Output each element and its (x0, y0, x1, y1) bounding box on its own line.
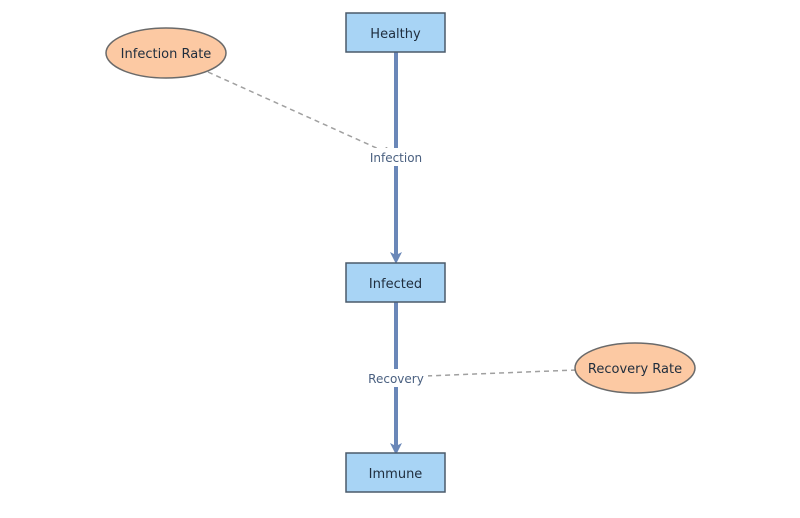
stock-immune-box (345, 452, 446, 493)
stock-healthy-label: Healthy (370, 27, 421, 42)
recovery-flow-label-bg (364, 369, 428, 387)
stock-healthy-box (345, 12, 446, 53)
stock-healthy[interactable]: Healthy (345, 12, 446, 53)
stock-infected-label: Infected (369, 277, 422, 292)
stock-immune[interactable]: Immune (345, 452, 446, 493)
parameter-recovery-rate-ellipse (574, 342, 696, 394)
parameter-infection-rate[interactable]: Infection Rate (105, 27, 227, 79)
parameter-recovery-rate[interactable]: Recovery Rate (574, 342, 696, 394)
infection-flow-label-bg (364, 148, 428, 166)
parameter-infection-rate-label: Infection Rate (121, 47, 212, 62)
stock-infected-box (345, 262, 446, 303)
recovery-rate-link[interactable] (400, 369, 577, 377)
infection-rate-link[interactable] (207, 71, 392, 155)
parameter-infection-rate-ellipse (105, 27, 227, 79)
parameter-recovery-rate-label: Recovery Rate (588, 362, 682, 377)
infection-flow-label[interactable]: Infection (370, 151, 422, 165)
stock-immune-label: Immune (369, 467, 423, 482)
recovery-flow-label[interactable]: Recovery (368, 372, 424, 386)
stock-infected[interactable]: Infected (345, 262, 446, 303)
